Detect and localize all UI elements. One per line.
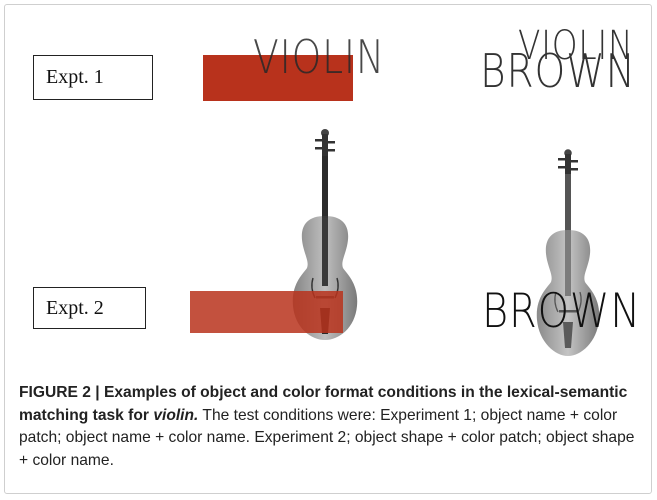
figure-caption: FIGURE 2 | Examples of object and color … bbox=[19, 382, 644, 472]
color-name-brown-expt1: BROWN bbox=[480, 44, 636, 98]
violin-image-with-color-name bbox=[536, 149, 600, 356]
expt2-label: Expt. 2 bbox=[33, 287, 146, 329]
color-name-brown-expt2: BROWN bbox=[482, 284, 642, 339]
caption-heading-em: violin. bbox=[153, 406, 199, 424]
expt1-label: Expt. 1 bbox=[33, 55, 153, 100]
object-name-violin-on-patch: VIOLIN bbox=[253, 30, 385, 84]
color-patch-expt1 bbox=[203, 55, 353, 101]
color-patch-expt2 bbox=[190, 291, 343, 333]
object-name-violin-with-color-name: VIOLIN bbox=[518, 23, 634, 69]
caption-body: The test conditions were: Experiment 1; … bbox=[19, 406, 635, 469]
caption-heading: FIGURE 2 | Examples of object and color … bbox=[19, 384, 628, 424]
